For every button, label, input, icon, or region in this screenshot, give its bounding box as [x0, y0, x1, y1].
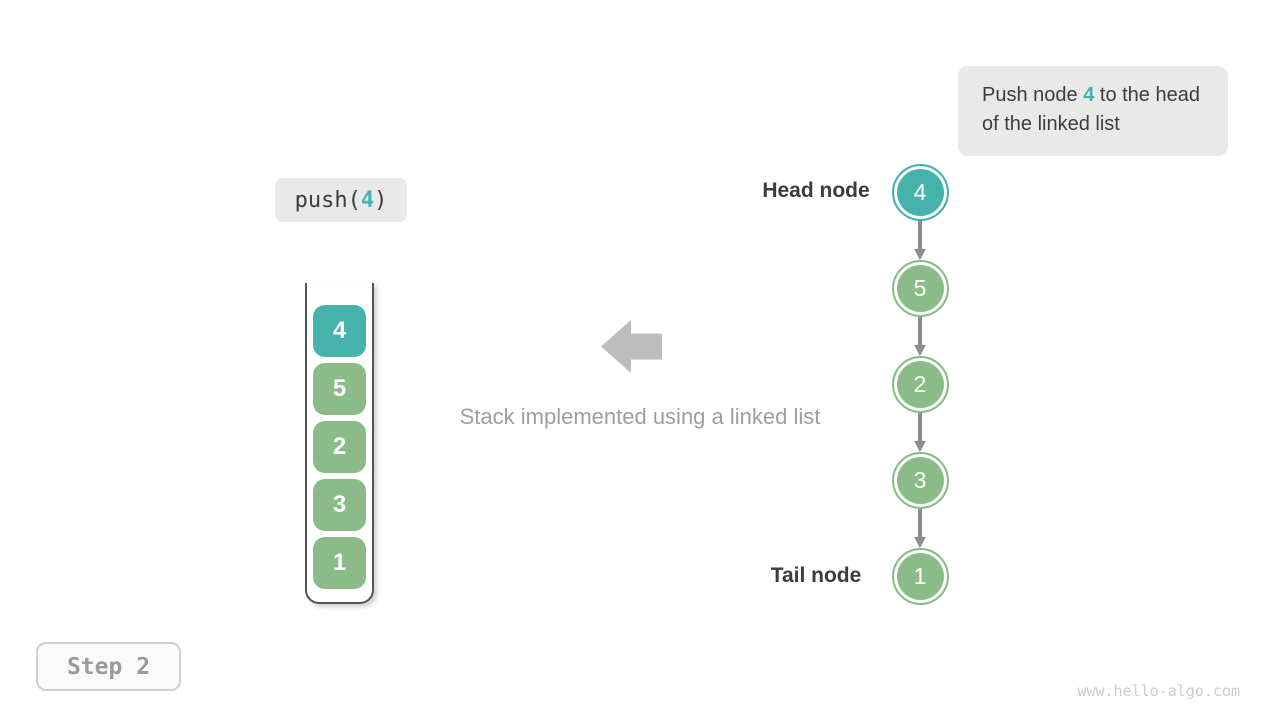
stack-item: 1 [313, 537, 366, 589]
list-node: 1 [891, 548, 949, 605]
text-segment: push( [294, 187, 361, 213]
stack-item: 5 [313, 363, 366, 415]
stack-container: 4 5 2 3 1 [305, 283, 374, 604]
list-node: 5 [891, 260, 949, 317]
tail-node-label: Tail node [770, 564, 862, 587]
text-segment: Push node [982, 84, 1084, 106]
left-block-arrow-shape [601, 320, 662, 373]
left-block-arrow-icon [601, 320, 662, 373]
arrow-down-icon [914, 509, 926, 548]
linked-list: 4 5 2 3 1 [891, 164, 949, 605]
arrow-line [918, 509, 922, 537]
arrow-head [914, 345, 926, 356]
list-node: 4 [891, 164, 949, 221]
stack-item: 2 [313, 421, 366, 473]
text-segment: ) [374, 187, 388, 213]
accent-number: 4 [1083, 84, 1095, 106]
list-node: 2 [891, 356, 949, 413]
arrow-head [914, 441, 926, 452]
push-code-chip: push(4) [275, 178, 407, 222]
arrow-down-icon [914, 317, 926, 356]
accent-number: 4 [360, 187, 375, 213]
stack-item: 3 [313, 479, 366, 531]
arrow-line [918, 317, 922, 345]
diagram-caption: Stack implemented using a linked list [459, 404, 821, 429]
arrow-head [914, 537, 926, 548]
arrow-head [914, 249, 926, 260]
arrow-down-icon [914, 221, 926, 260]
text-segment: to the head of the linked list [982, 84, 1200, 135]
list-node: 3 [891, 452, 949, 509]
note-box: Push node 4 to the head of the linked li… [958, 66, 1228, 156]
arrow-down-icon [914, 413, 926, 452]
step-badge: Step 2 [36, 642, 181, 691]
stack-item: 4 [313, 305, 366, 357]
watermark: www.hello-algo.com [1077, 682, 1240, 700]
head-node-label: Head node [762, 179, 870, 202]
arrow-line [918, 221, 922, 249]
arrow-line [918, 413, 922, 441]
